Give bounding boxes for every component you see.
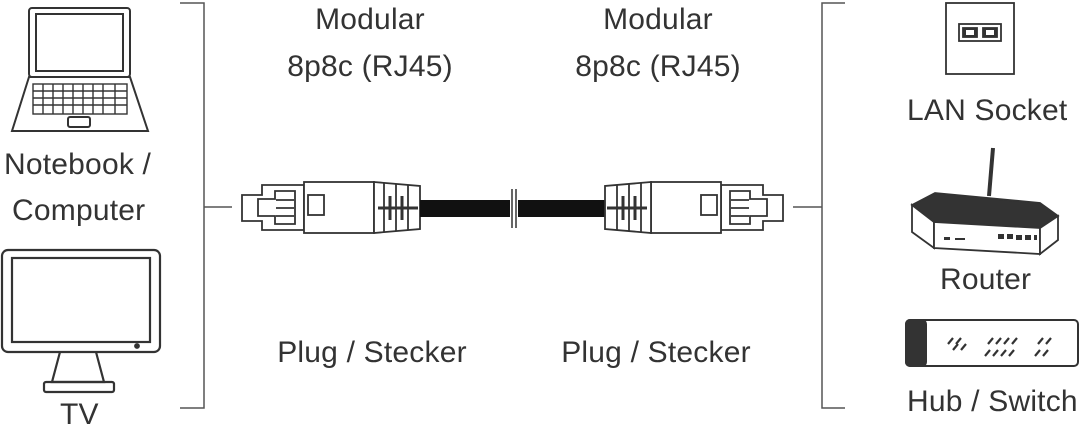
- rj45-plug-icon: [241, 181, 421, 234]
- left-bracket: [180, 2, 232, 409]
- lan-socket-label: LAN Socket: [907, 94, 1068, 127]
- left-plug-label: Plug / Stecker: [277, 336, 467, 369]
- right-connector-spec: 8p8c (RJ45): [575, 50, 741, 83]
- right-connector-type: Modular: [603, 3, 713, 36]
- hub-switch-icon: [905, 319, 1079, 367]
- notebook-label: Notebook /: [4, 148, 152, 181]
- hub-switch-label: Hub / Switch: [907, 385, 1078, 418]
- left-connector-spec: 8p8c (RJ45): [287, 50, 453, 83]
- laptop-icon: [10, 7, 150, 132]
- router-icon: [910, 147, 1060, 256]
- computer-label: Computer: [12, 194, 146, 227]
- lan-socket-icon: [945, 2, 1015, 75]
- cable: [420, 189, 605, 228]
- tv-label: TV: [60, 398, 99, 431]
- router-label: Router: [940, 263, 1032, 296]
- tv-icon: [0, 248, 162, 394]
- right-plug-label: Plug / Stecker: [561, 336, 751, 369]
- rj45-plug-icon: [604, 181, 784, 234]
- left-connector-type: Modular: [315, 3, 425, 36]
- right-bracket: [793, 2, 845, 409]
